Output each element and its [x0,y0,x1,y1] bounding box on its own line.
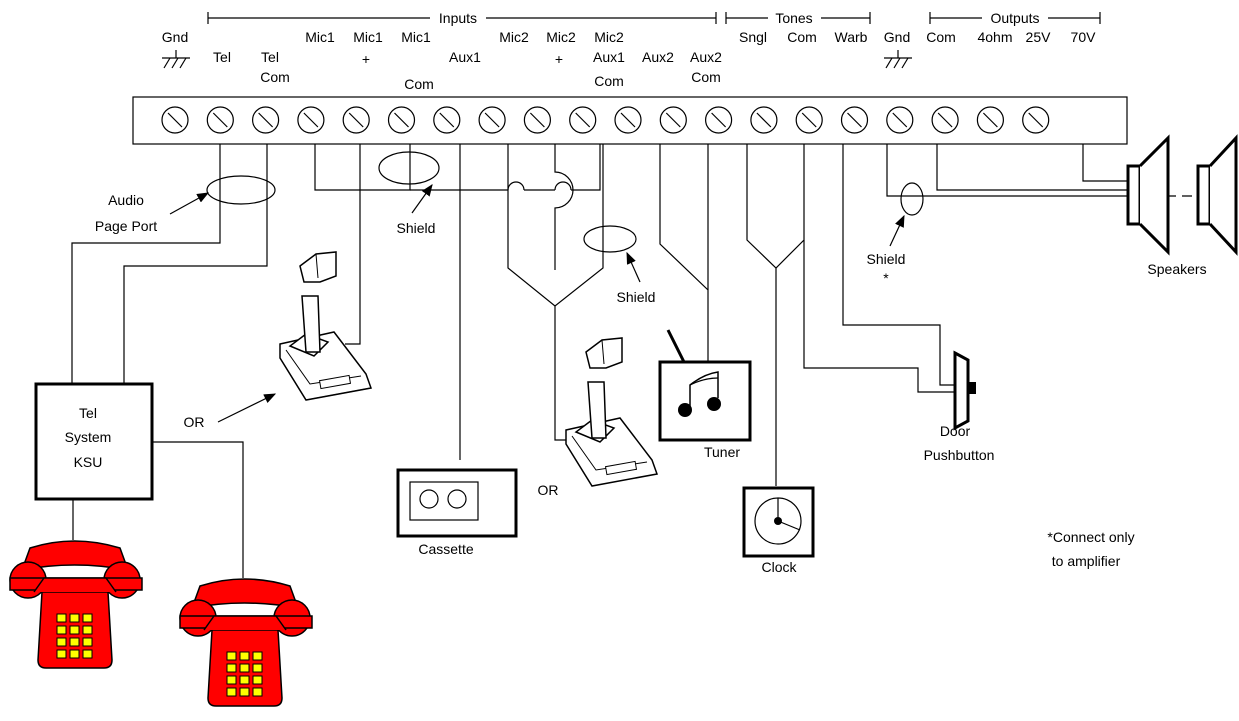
tuner-label: Tuner [704,444,740,460]
door-pushbutton-icon [953,350,976,431]
clock-label: Clock [761,559,797,575]
terminal-label-gnd1: Gnd [162,29,188,45]
audio-page-port-label-1: Audio [108,192,144,208]
terminal-label-aux2com-1: Aux2 [690,49,722,65]
microphone-icon [565,337,659,487]
terminal-label-outcom: Com [926,29,956,45]
annotation-labels: Audio Page Port Shield Shield Shield * S… [95,192,1207,575]
inputs-group-label: Inputs [439,10,477,26]
terminal-screw-tel [206,106,234,134]
terminal-screw-tonecom [750,106,778,134]
or-label-ksu: OR [184,414,205,430]
terminal-label-sngl: Sngl [739,29,767,45]
cassette-label: Cassette [418,541,473,557]
group-brackets: Inputs Tones Outputs [207,10,1101,26]
terminal-screw-out25v [976,106,1005,134]
terminal-label-tel: Tel [213,49,231,65]
note-label-2: to amplifier [1052,553,1121,569]
ksu-box: Tel System KSU [34,382,154,501]
terminal-label-mic1: Mic1 [305,29,335,45]
terminal-label-mic2plus-2: + [555,51,563,67]
pointer-arrows [169,184,905,423]
terminal-screw-aux2com [659,106,687,134]
terminal-label-4ohm: 4ohm [977,29,1012,45]
terminal-screw-mic2aux1com [569,106,597,134]
speaker-icon [1126,134,1170,256]
terminal-label-gnd2: Gnd [884,29,910,45]
tuner-icon [658,329,752,442]
terminal-screw-warb [795,106,823,134]
shield-label-mic1: Shield [397,220,436,236]
cassette-icon [396,468,518,538]
ksu-label-3: KSU [74,454,103,470]
terminal-label-mic2: Mic2 [499,29,529,45]
ksu-label-1: Tel [79,405,97,421]
terminal-label-mic1com-3: Com [404,76,434,92]
terminal-labels: Gnd Tel Tel Com Mic1 Mic1 + Mic1 Com Aux… [162,29,1096,92]
tones-group-label: Tones [775,10,812,26]
terminal-label-tonecom: Com [787,29,817,45]
terminal-screw-out70v [1022,106,1050,134]
terminal-screw-gnd1 [161,106,189,134]
telephone-icon [9,540,143,669]
microphone-icon [279,251,373,401]
ground-icon [162,50,190,69]
wiring [71,144,1198,578]
terminal-label-mic1plus-2: + [362,51,370,67]
or-label-mic2: OR [538,482,559,498]
speaker-icon [1196,134,1238,256]
outputs-group-label: Outputs [990,10,1039,26]
terminal-label-warb: Warb [835,29,868,45]
terminal-screw-mic1com [387,106,416,134]
terminal-screw-mic2plus [523,106,552,134]
terminal-label-telcom-1: Tel [261,49,279,65]
terminal-screw-mic2 [478,106,506,134]
terminal-screw-telcom [252,106,280,134]
terminal-screw-mic1plus [342,106,370,134]
door-label-1: Door [940,423,971,439]
speakers-label: Speakers [1147,261,1206,277]
ksu-label-2: System [65,429,112,445]
terminal-label-mic2aux1com-2: Aux1 [593,49,625,65]
terminal-label-mic1plus-1: Mic1 [353,29,383,45]
telephone-icon [179,578,313,707]
terminal-label-mic2aux1com-3: Com [594,73,624,89]
door-label-2: Pushbutton [924,447,995,463]
shield-label-speakers: Shield [867,251,906,267]
terminal-label-mic2plus-1: Mic2 [546,29,576,45]
note-label-1: *Connect only [1047,529,1134,545]
terminal-label-mic1com-1: Mic1 [401,29,431,45]
shield-label-mic2: Shield [617,289,656,305]
terminal-screw-mic1 [297,106,325,134]
terminal-label-aux2com-2: Com [691,69,721,85]
ground-icon [884,50,912,69]
shield-star: * [883,270,889,286]
audio-page-port-label-2: Page Port [95,218,157,234]
terminal-screws [161,106,1050,134]
terminal-screw-sngl [704,106,733,134]
terminal-label-telcom-2: Com [260,69,290,85]
terminal-screw-outcom [886,106,914,134]
terminal-label-70v: 70V [1071,29,1097,45]
clock-icon [742,486,815,558]
terminal-label-aux2: Aux2 [642,49,674,65]
terminal-screw-out4ohm [931,106,959,134]
terminal-label-25v: 25V [1026,29,1052,45]
terminal-label-aux1: Aux1 [449,49,481,65]
terminal-label-mic2aux1com-1: Mic2 [594,29,624,45]
terminal-screw-aux1 [433,106,461,134]
terminal-screw-gnd2 [840,106,869,134]
terminal-screw-aux2 [614,106,642,134]
